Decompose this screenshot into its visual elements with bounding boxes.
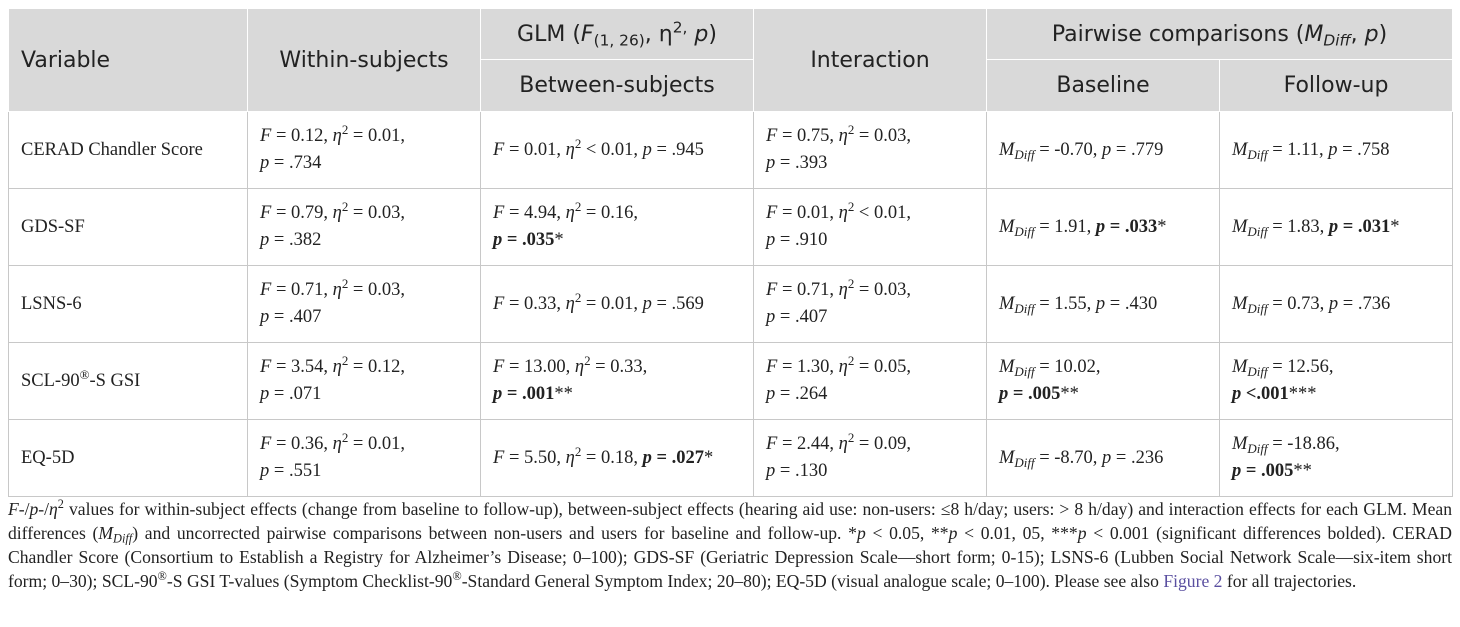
- header-followup: Follow-up: [1218, 59, 1454, 112]
- cell-interaction: F = 0.71, η2 = 0.03,p = .407: [753, 265, 987, 343]
- header-pairwise: Pairwise comparisons (MDiff, p): [985, 8, 1454, 60]
- row-variable: SCL-90®-S GSI: [8, 342, 248, 420]
- cell-between: F = 4.94, η2 = 0.16,p = .035*: [480, 188, 754, 266]
- table-footnote: F-/p-/η2 values for within-subject effec…: [8, 497, 1452, 591]
- results-table: Variable Within-subjects GLM (F(1, 26), …: [8, 8, 1454, 497]
- table-row: CERAD Chandler Score F = 0.12, η2 = 0.01…: [8, 111, 1454, 189]
- cell-followup: MDiff = 12.56,p <.001***: [1218, 342, 1454, 420]
- cell-followup: MDiff = 1.11, p = .758: [1218, 111, 1454, 189]
- row-variable: GDS-SF: [8, 188, 248, 266]
- figure-2-link[interactable]: Figure 2: [1163, 571, 1223, 591]
- header-between-subjects: Between-subjects: [480, 59, 754, 112]
- table-row: GDS-SF F = 0.79, η2 = 0.03,p = .382 F = …: [8, 188, 1454, 266]
- cell-between: F = 5.50, η2 = 0.18, p = .027*: [480, 419, 754, 497]
- cell-followup: MDiff = -18.86,p = .005**: [1218, 419, 1454, 497]
- cell-interaction: F = 2.44, η2 = 0.09,p = .130: [753, 419, 987, 497]
- cell-interaction: F = 1.30, η2 = 0.05,p = .264: [753, 342, 987, 420]
- table-row: LSNS-6 F = 0.71, η2 = 0.03,p = .407 F = …: [8, 265, 1454, 343]
- cell-interaction: F = 0.01, η2 < 0.01,p = .910: [753, 188, 987, 266]
- cell-within: F = 0.71, η2 = 0.03,p = .407: [247, 265, 481, 343]
- header-within-subjects: Within-subjects: [247, 8, 481, 112]
- row-variable: EQ-5D: [8, 419, 248, 497]
- cell-baseline: MDiff = 1.91, p = .033*: [986, 188, 1220, 266]
- cell-between: F = 13.00, η2 = 0.33,p = .001**: [480, 342, 754, 420]
- table-row: EQ-5D F = 0.36, η2 = 0.01,p = .551 F = 5…: [8, 419, 1454, 497]
- cell-baseline: MDiff = 10.02,p = .005**: [986, 342, 1220, 420]
- cell-baseline: MDiff = -8.70, p = .236: [986, 419, 1220, 497]
- cell-between: F = 0.33, η2 = 0.01, p = .569: [480, 265, 754, 343]
- header-baseline: Baseline: [986, 59, 1220, 112]
- header-variable: Variable: [8, 8, 248, 112]
- cell-within: F = 0.79, η2 = 0.03,p = .382: [247, 188, 481, 266]
- cell-interaction: F = 0.75, η2 = 0.03,p = .393: [753, 111, 987, 189]
- cell-baseline: MDiff = -0.70, p = .779: [986, 111, 1220, 189]
- cell-within: F = 0.36, η2 = 0.01,p = .551: [247, 419, 481, 497]
- table-row: SCL-90®-S GSI F = 3.54, η2 = 0.12,p = .0…: [8, 342, 1454, 420]
- cell-followup: MDiff = 1.83, p = .031*: [1218, 188, 1454, 266]
- cell-within: F = 3.54, η2 = 0.12,p = .071: [247, 342, 481, 420]
- cell-between: F = 0.01, η2 < 0.01, p = .945: [480, 111, 754, 189]
- row-variable: CERAD Chandler Score: [8, 111, 248, 189]
- cell-within: F = 0.12, η2 = 0.01,p = .734: [247, 111, 481, 189]
- cell-followup: MDiff = 0.73, p = .736: [1218, 265, 1454, 343]
- header-glm: GLM (F(1, 26), η2, p): [480, 8, 754, 60]
- cell-baseline: MDiff = 1.55, p = .430: [986, 265, 1220, 343]
- header-interaction: Interaction: [753, 8, 987, 112]
- row-variable: LSNS-6: [8, 265, 248, 343]
